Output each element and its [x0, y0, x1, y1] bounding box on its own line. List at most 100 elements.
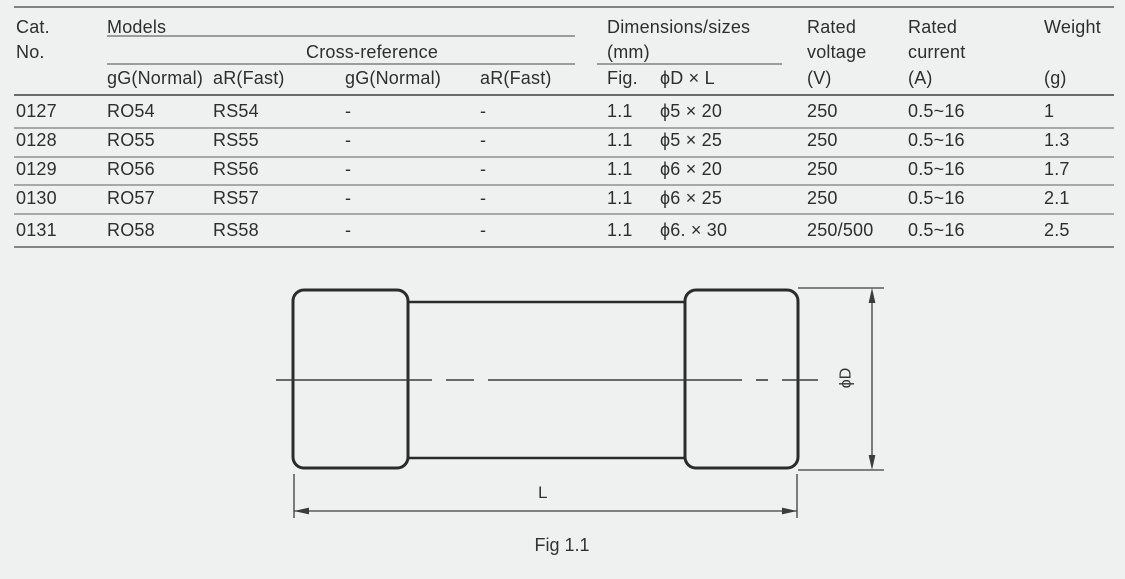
cell-xref-ar: -	[480, 130, 487, 150]
subcol-ar-fast: aR(Fast)	[213, 68, 285, 88]
cell-cat-no: 0127	[16, 101, 57, 121]
fuse-outline-drawing	[276, 287, 884, 518]
col-header-dimensions: Dimensions/sizes	[607, 17, 751, 37]
header-row-3: gG(Normal) aR(Fast) gG(Normal) aR(Fast) …	[0, 69, 1125, 89]
cell-xref-gg: -	[345, 188, 352, 208]
cell-model-gg: RO54	[107, 101, 155, 121]
col-header-cross-reference: Cross-reference	[306, 42, 439, 62]
table-row: 0130 RO57 RS57 - - 1.1 ϕ6 × 25 250 0.5~1…	[0, 189, 1125, 209]
subcol-xref-ar-fast: aR(Fast)	[480, 68, 552, 88]
cell-fig: 1.1	[607, 130, 633, 150]
cell-xref-gg: -	[345, 130, 352, 150]
col-header-no: No.	[16, 42, 45, 62]
cell-cat-no: 0130	[16, 188, 57, 208]
subcol-size: ϕD × L	[660, 68, 715, 88]
cell-size: ϕ6 × 20	[660, 159, 723, 179]
table-row: 0129 RO56 RS56 - - 1.1 ϕ6 × 20 250 0.5~1…	[0, 160, 1125, 180]
cell-model-ar: RS54	[213, 101, 259, 121]
arrow-left-icon	[294, 507, 309, 515]
cell-size: ϕ6 × 25	[660, 188, 723, 208]
cell-xref-ar: -	[480, 101, 487, 121]
cell-xref-gg: -	[345, 101, 352, 121]
col-header-rated-voltage: Rated	[807, 17, 857, 37]
cell-xref-ar: -	[480, 159, 487, 179]
cell-weight: 1.7	[1044, 159, 1070, 179]
row-divider	[14, 127, 1114, 129]
cell-model-ar: RS55	[213, 130, 259, 150]
cell-weight: 2.1	[1044, 188, 1070, 208]
col-header-current: current	[908, 42, 966, 62]
subcol-weight-unit: (g)	[1044, 68, 1067, 88]
table-row: 0128 RO55 RS55 - - 1.1 ϕ5 × 25 250 0.5~1…	[0, 131, 1125, 151]
cell-voltage: 250	[807, 188, 838, 208]
cell-model-gg: RO56	[107, 159, 155, 179]
cell-xref-gg: -	[345, 159, 352, 179]
cell-current: 0.5~16	[908, 159, 965, 179]
table-row: 0131 RO58 RS58 - - 1.1 ϕ6. × 30 250/500 …	[0, 221, 1125, 241]
diameter-dimension-label: ϕD	[837, 367, 855, 389]
col-header-rated-current: Rated	[908, 17, 958, 37]
subcol-xref-gg-normal: gG(Normal)	[345, 68, 442, 88]
models-group-underline	[107, 35, 575, 37]
cell-current: 0.5~16	[908, 101, 965, 121]
header-body-divider	[14, 94, 1114, 96]
cell-xref-ar: -	[480, 188, 487, 208]
cell-voltage: 250/500	[807, 220, 874, 240]
cell-model-ar: RS57	[213, 188, 259, 208]
cell-fig: 1.1	[607, 159, 633, 179]
col-header-weight: Weight	[1044, 17, 1101, 37]
fuse-right-cap	[683, 288, 800, 470]
cell-fig: 1.1	[607, 220, 633, 240]
cell-model-ar: RS56	[213, 159, 259, 179]
cell-weight: 1	[1044, 101, 1055, 121]
cell-model-gg: RO55	[107, 130, 155, 150]
length-dimension-label: L	[538, 483, 548, 502]
cell-voltage: 250	[807, 130, 838, 150]
cell-fig: 1.1	[607, 101, 633, 121]
cell-model-gg: RO58	[107, 220, 155, 240]
arrow-up-icon	[868, 288, 876, 303]
header-row-2: No. Cross-reference (mm) voltage current	[0, 43, 1125, 63]
subcol-gg-normal: gG(Normal)	[107, 68, 204, 88]
cell-size: ϕ5 × 20	[660, 101, 723, 121]
col-header-mm: (mm)	[607, 42, 650, 62]
subcol-fig: Fig.	[607, 68, 638, 88]
fuse-left-cap	[291, 288, 410, 470]
cell-fig: 1.1	[607, 188, 633, 208]
cross-reference-underline	[107, 63, 575, 65]
row-divider	[14, 213, 1114, 215]
table-row: 0127 RO54 RS54 - - 1.1 ϕ5 × 20 250 0.5~1…	[0, 102, 1125, 122]
subcol-current-unit: (A)	[908, 68, 933, 88]
header-row-1: Cat. Models Dimensions/sizes Rated Rated…	[0, 18, 1125, 38]
col-header-cat: Cat.	[16, 17, 50, 37]
cell-size: ϕ5 × 25	[660, 130, 723, 150]
cell-cat-no: 0129	[16, 159, 57, 179]
cell-weight: 1.3	[1044, 130, 1070, 150]
figure-caption: Fig 1.1	[534, 535, 590, 555]
cell-cat-no: 0131	[16, 220, 57, 240]
col-header-models: Models	[107, 17, 167, 37]
arrow-down-icon	[868, 455, 876, 470]
table-bottom-rule	[14, 246, 1114, 248]
dimensions-underline	[597, 63, 782, 65]
cell-voltage: 250	[807, 101, 838, 121]
cell-current: 0.5~16	[908, 188, 965, 208]
row-divider	[14, 184, 1114, 186]
cell-xref-ar: -	[480, 220, 487, 240]
cell-current: 0.5~16	[908, 130, 965, 150]
cell-size: ϕ6. × 30	[660, 220, 728, 240]
cell-weight: 2.5	[1044, 220, 1070, 240]
row-divider	[14, 156, 1114, 158]
arrow-right-icon	[782, 507, 797, 515]
col-header-voltage: voltage	[807, 42, 867, 62]
table-top-rule	[14, 6, 1114, 8]
diameter-dimension	[798, 287, 884, 471]
cell-xref-gg: -	[345, 220, 352, 240]
cell-voltage: 250	[807, 159, 838, 179]
length-dimension	[293, 474, 798, 518]
cell-cat-no: 0128	[16, 130, 57, 150]
cell-current: 0.5~16	[908, 220, 965, 240]
subcol-voltage-unit: (V)	[807, 68, 832, 88]
cell-model-gg: RO57	[107, 188, 155, 208]
